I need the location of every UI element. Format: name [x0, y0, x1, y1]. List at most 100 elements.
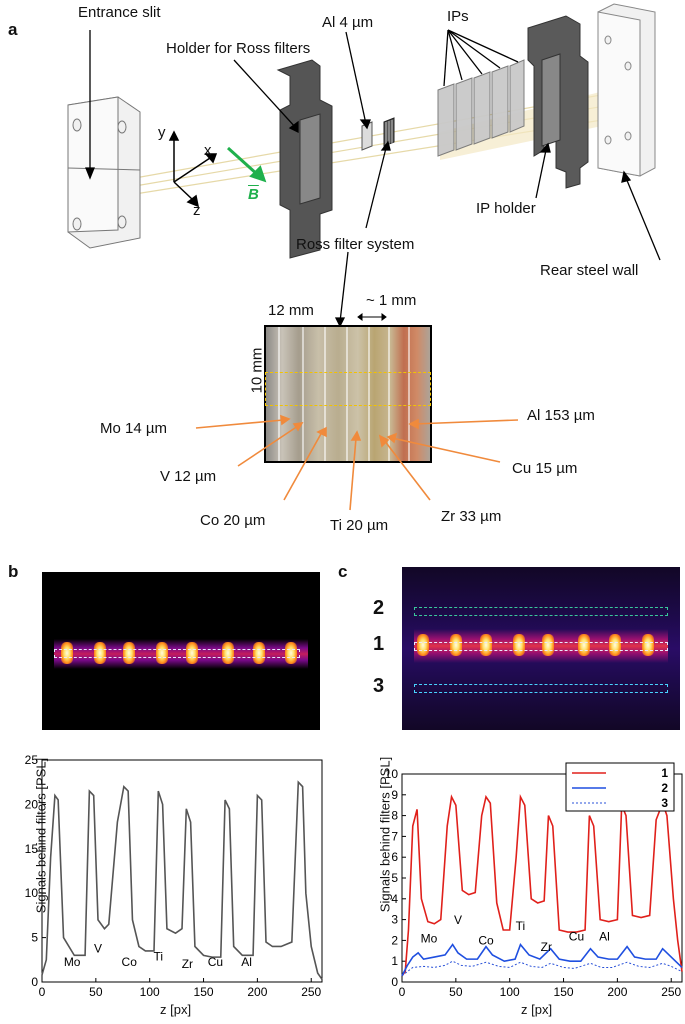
y-tick-label: 0 — [31, 975, 38, 989]
photo-stripe — [302, 327, 304, 461]
x-tick-label: 0 — [399, 985, 406, 999]
filter-label: Zr — [182, 957, 193, 971]
panel-letter-b: b — [8, 562, 19, 581]
y-tick-label: 25 — [25, 753, 39, 767]
y-tick-label: 10 — [385, 767, 399, 781]
photo-stripe — [278, 327, 280, 461]
legend-entry: 2 — [661, 781, 668, 795]
y-tick-label: 20 — [25, 797, 39, 811]
label-mo: Mo 14 µm — [100, 420, 167, 437]
y-tick-label: 8 — [391, 809, 398, 823]
filter-label: Al — [241, 955, 252, 969]
panel-letter-c: c — [338, 562, 348, 581]
label-rear-steel-wall: Rear steel wall — [540, 262, 639, 279]
chart-c-xlabel: z [px] — [521, 1002, 553, 1017]
x-tick-label: 150 — [554, 985, 574, 999]
x-tick-label: 250 — [301, 985, 321, 999]
filter-label: Co — [478, 934, 494, 948]
photo-roi-box — [265, 372, 431, 406]
label-holder-ross: Holder for Ross filters — [166, 40, 311, 57]
x-tick-label: 200 — [607, 985, 627, 999]
filter-label: Mo — [64, 955, 81, 969]
label-cu: Cu 15 µm — [512, 460, 578, 477]
label-ip-holder: IP holder — [476, 200, 536, 217]
coordinate-axes — [168, 130, 218, 208]
filter-label: Cu — [569, 929, 584, 943]
roi-line-2 — [414, 607, 668, 616]
ross-holder — [276, 59, 333, 259]
entrance-slit-block — [67, 96, 141, 249]
one-mm-arrow — [357, 313, 387, 321]
filter-label: Ti — [154, 950, 164, 964]
series-line-3 — [401, 960, 683, 977]
label-al153: Al 153 µm — [527, 407, 595, 424]
leader-arrows — [85, 29, 661, 328]
series-line-0 — [41, 780, 323, 980]
photo-stripe — [368, 327, 370, 461]
filter-arrows — [195, 414, 519, 511]
y-tick-label: 3 — [391, 913, 398, 927]
label-12mm: 12 mm — [268, 302, 314, 319]
filter-label: Ti — [516, 919, 526, 933]
y-tick-label: 7 — [391, 829, 398, 843]
chart-c-ylabel: Signals behind filters [PSL] — [377, 756, 393, 913]
x-tick-label: 50 — [449, 985, 463, 999]
y-tick-label: 4 — [391, 892, 398, 906]
heat-spot — [186, 642, 198, 664]
heat-spot — [94, 642, 106, 664]
filter-label: V — [94, 942, 102, 956]
label-1mm: ~ 1 mm — [366, 292, 417, 309]
ip-holder — [527, 15, 589, 189]
filter-label: V — [454, 913, 462, 927]
series-line-2 — [401, 942, 683, 977]
label-ti: Ti 20 µm — [330, 517, 389, 534]
series-line-1 — [401, 793, 683, 977]
legend-box — [565, 762, 675, 812]
x-tick-label: 0 — [39, 985, 46, 999]
label-ross-filter-system: Ross filter system — [296, 236, 415, 253]
filter-label: Cu — [208, 955, 223, 969]
photo-stripe — [408, 327, 410, 461]
label-b-field: B — [248, 186, 259, 203]
label-al-4: Al 4 µm — [322, 14, 374, 31]
x-tick-label: 200 — [247, 985, 267, 999]
rear-wall — [597, 3, 656, 177]
plot-frame — [41, 759, 323, 983]
y-tick-label: 5 — [31, 931, 38, 945]
label-axis-z: z — [193, 202, 201, 219]
heat-spot — [156, 642, 168, 664]
label-ips: IPs — [447, 8, 469, 25]
ross-stack — [383, 117, 395, 147]
heat-spot — [285, 642, 297, 664]
heat-spot — [253, 642, 265, 664]
label-v: V 12 µm — [160, 468, 217, 485]
chart-b-xlabel: z [px] — [160, 1002, 192, 1017]
apparatus-drawing — [67, 3, 661, 328]
filter-label: Mo — [421, 931, 438, 945]
filter-label: Co — [122, 955, 138, 969]
label-axis-y: y — [158, 124, 166, 141]
y-tick-label: 9 — [391, 788, 398, 802]
x-tick-label: 150 — [194, 985, 214, 999]
y-tick-label: 6 — [391, 850, 398, 864]
x-tick-label: 50 — [89, 985, 103, 999]
row-label-2: 2 — [373, 597, 385, 619]
b-field-arrow — [226, 146, 267, 183]
filter-label: Al — [599, 929, 610, 943]
roi-line-3 — [414, 684, 668, 693]
heatmap-c — [402, 567, 680, 730]
heat-spot — [61, 642, 73, 664]
heat-spot — [222, 642, 234, 664]
y-tick-label: 5 — [391, 871, 398, 885]
y-tick-label: 0 — [391, 975, 398, 989]
roi-line — [54, 649, 300, 658]
y-tick-label: 1 — [391, 954, 398, 968]
panel-letter-a: a — [8, 20, 18, 39]
y-tick-label: 10 — [25, 886, 39, 900]
legend-entry: 3 — [661, 796, 668, 810]
roi-line-1 — [414, 642, 668, 651]
heat-spot — [123, 642, 135, 664]
y-tick-label: 2 — [391, 933, 398, 947]
